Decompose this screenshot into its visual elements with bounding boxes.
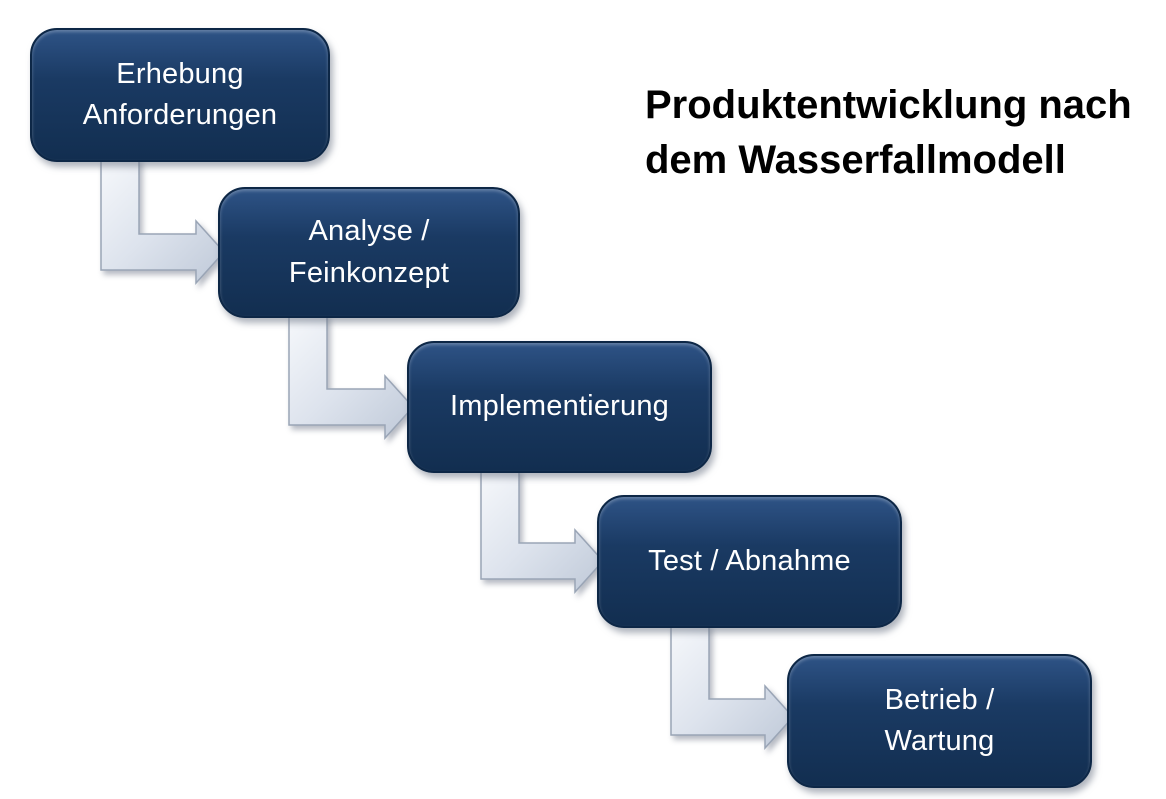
elbow-arrow-3: [480, 468, 605, 594]
diagram-title-line-1: Produktentwicklung nach: [645, 83, 1132, 127]
node-label: Betrieb / Wartung: [884, 683, 995, 757]
node-label: Analyse / Feinkonzept: [288, 215, 450, 289]
node-label: Test / Abnahme: [648, 544, 851, 577]
node-test-abnahme: Test / Abnahme: [597, 495, 902, 628]
node-betrieb-wartung: Betrieb / Wartung: [787, 654, 1092, 788]
diagram-title: Produktentwicklung nach dem Wasserfallmo…: [645, 78, 1165, 188]
diagram-title-line-2: dem Wasserfallmodell: [645, 138, 1066, 183]
node-label: Erhebung Anforderungen: [82, 57, 278, 131]
node-label: Implementierung: [450, 390, 669, 423]
node-analyse-feinkonzept: Analyse / Feinkonzept: [218, 187, 520, 318]
elbow-arrow-4: [670, 623, 795, 750]
node-erhebung-anforderungen: Erhebung Anforderungen: [30, 28, 330, 162]
elbow-arrow-1: [100, 157, 226, 285]
node-implementierung: Implementierung: [407, 341, 712, 473]
elbow-arrow-2: [288, 313, 415, 440]
